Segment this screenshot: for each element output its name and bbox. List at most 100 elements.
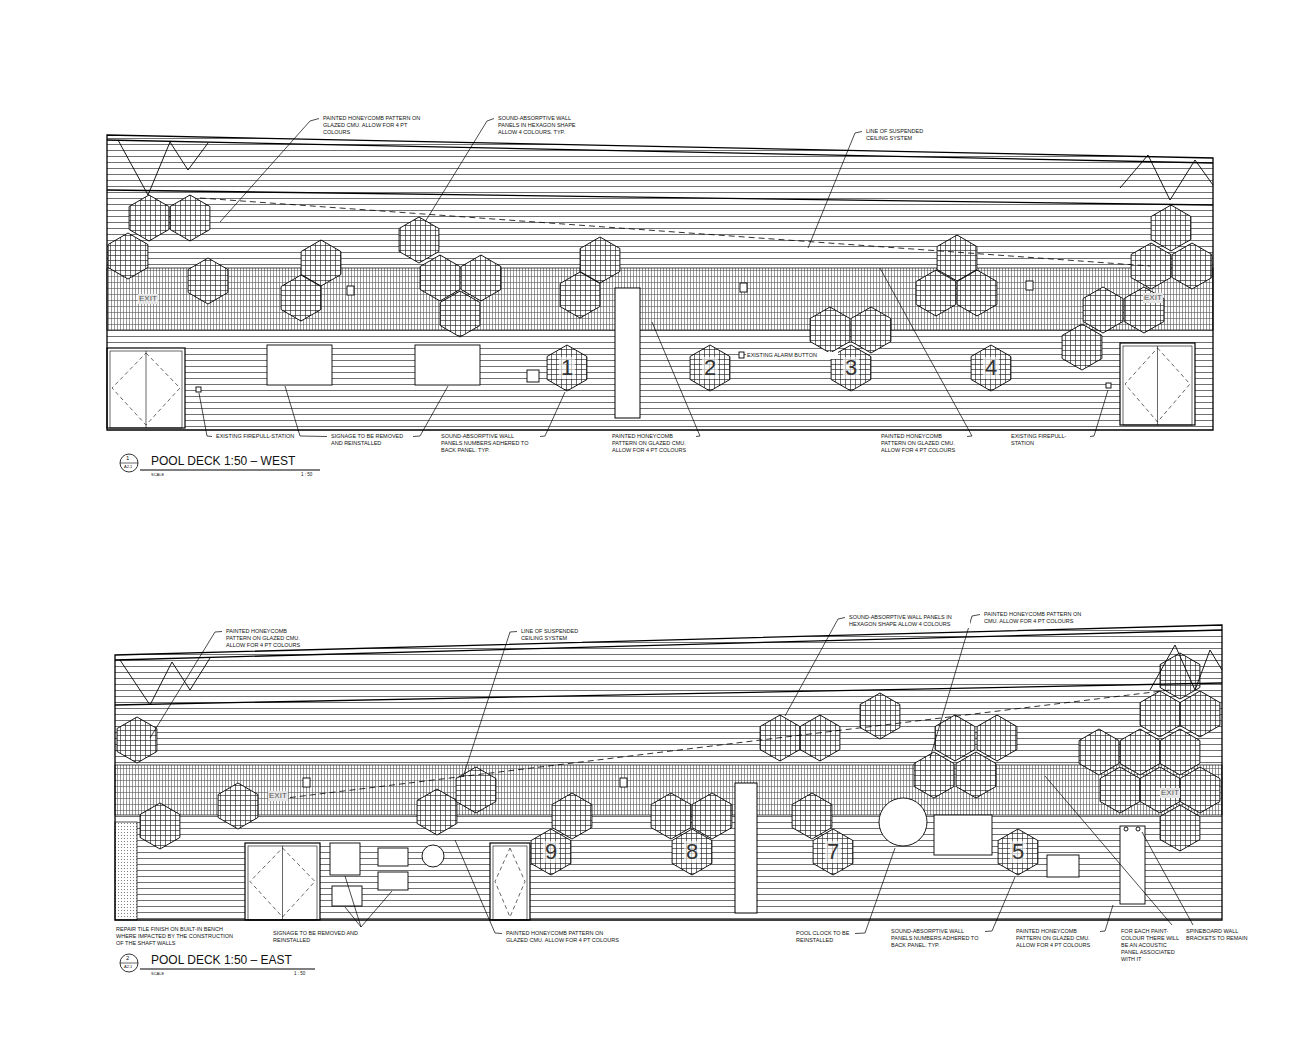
drawing-text: 1 : 50 — [300, 472, 313, 478]
leader-line — [413, 386, 448, 437]
acoustic-panel-hexagon — [851, 307, 891, 353]
glazed-cmu-band — [107, 268, 1213, 330]
acoustic-panel-hexagon — [1131, 243, 1171, 289]
drawing-text: POOL DECK 1:50 – EAST — [150, 953, 293, 968]
shaft-column — [735, 783, 757, 913]
leader-line — [880, 268, 972, 437]
acoustic-panel-hexagon — [860, 693, 900, 739]
door-frame — [110, 351, 182, 428]
acoustic-panel-hexagon — [218, 783, 258, 829]
acoustic-panel-hexagon — [461, 255, 501, 301]
acoustic-panel-hexagon — [417, 789, 457, 835]
wall-siding — [115, 625, 1222, 920]
wall-fixture — [378, 848, 408, 866]
callout-note: SOUND-ABSORPTIVE WALL PANELS NUMBERS ADH… — [890, 928, 982, 949]
door-split — [1157, 346, 1158, 425]
callout-note: SOUND-ABSORPTIVE WALL PANELS NUMBERS ADH… — [440, 433, 537, 454]
callout-note: FOR EACH PAINT-COLOUR THERE WILL BE AN A… — [1120, 928, 1180, 962]
acoustic-panel-hexagon — [792, 793, 832, 839]
hexagon-shape — [672, 829, 712, 875]
acoustic-panel-hexagon — [281, 275, 321, 321]
shaft-column — [615, 288, 640, 418]
acoustic-panel-hexagon — [956, 752, 996, 798]
numbered-acoustic-panel: 2 — [689, 344, 731, 392]
numbered-acoustic-panel: 4 — [970, 344, 1012, 392]
wall-elevation — [115, 625, 1222, 920]
leader-line — [345, 907, 361, 927]
acoustic-panel-hexagon — [1140, 767, 1180, 813]
numbered-acoustic-panel: 7 — [812, 828, 854, 876]
callout-note: SIGNAGE TO BE REMOVED AND REINSTALLED — [330, 433, 410, 447]
acoustic-panel-hexagon — [108, 233, 148, 279]
callout-note: PAINTED HONEYCOMB PATTERN ON GLAZED CMU.… — [322, 115, 434, 136]
leader-line — [985, 877, 1015, 932]
wall-fixture — [620, 778, 627, 787]
wall-fixture — [330, 843, 360, 875]
round-fixture — [422, 845, 444, 867]
leader-line — [345, 876, 361, 927]
wall-fixture — [415, 345, 480, 385]
door-swing — [112, 353, 180, 425]
acoustic-panel-hexagon — [916, 270, 956, 316]
wall-fixture — [378, 872, 408, 890]
panel-number: 1 — [559, 357, 575, 379]
callout-note: LINE OF SUSPENDED CEILING SYSTEM — [865, 128, 947, 142]
tile-bench — [115, 822, 137, 920]
hexagon-shape — [531, 829, 571, 875]
callout-note: LINE OF SUSPENDED CEILING SYSTEM — [520, 628, 582, 642]
door-swing — [250, 848, 315, 917]
wall-fixture — [740, 283, 747, 292]
drawing-text: EXIT — [1160, 788, 1180, 798]
callout-note: SOUND-ABSORPTIVE WALL PANELS IN HEXAGON … — [497, 115, 594, 136]
leader-line — [930, 615, 980, 759]
drawing-text: 2 — [126, 955, 129, 963]
wall-fixture — [303, 778, 310, 787]
leader-line — [425, 119, 494, 223]
acoustic-panel-hexagon — [914, 752, 954, 798]
wall-outline — [115, 625, 1222, 920]
drawing-text: A2.1 — [124, 964, 132, 969]
acoustic-panel-hexagon — [1120, 729, 1160, 775]
line-work — [120, 463, 138, 464]
wall-outline — [107, 135, 1213, 430]
callout-note: PAINTED HONEYCOMB PATTERN ON GLAZED CMU.… — [880, 433, 964, 454]
door-split — [282, 846, 283, 920]
panel-number: 8 — [684, 841, 700, 863]
leader-line — [855, 848, 895, 934]
door — [490, 843, 530, 920]
leader-line — [1045, 776, 1172, 925]
panel-number: 4 — [983, 357, 999, 379]
wall-fixture — [1120, 826, 1145, 904]
acoustic-panel-hexagon — [1151, 205, 1191, 251]
acoustic-panel-hexagon — [552, 793, 592, 839]
acoustic-panel-hexagon — [117, 717, 157, 763]
drawing-text: 1 — [126, 455, 129, 463]
drawing-text: EXIT — [1143, 293, 1163, 303]
title-mark — [120, 954, 315, 972]
acoustic-panel-hexagon — [1100, 767, 1140, 813]
callout-note: PAINTED HONEYCOMB PATTERN ON GLAZED CMU.… — [1015, 928, 1097, 949]
acoustic-panel-hexagon — [1172, 243, 1212, 289]
acoustic-panel-hexagon — [1180, 691, 1220, 737]
ceiling-line — [200, 198, 1150, 266]
truss — [1150, 645, 1222, 690]
acoustic-panel-hexagon — [440, 291, 480, 337]
drawing-text: REPAIR TILE FINISH ON BUILT-IN BENCH WHE… — [115, 926, 242, 947]
door — [245, 843, 320, 920]
leader-line — [285, 386, 327, 437]
truss — [1120, 155, 1213, 200]
acoustic-panel-hexagon — [170, 195, 210, 241]
ceiling-line — [270, 690, 1170, 800]
hexagon-shape — [547, 345, 587, 391]
drawing-text: EXISTING ALARM BUTTON — [746, 352, 838, 359]
acoustic-panel-hexagon — [140, 803, 180, 849]
numbered-acoustic-panel: 9 — [530, 828, 572, 876]
title-mark — [120, 454, 320, 472]
door-swing — [1125, 348, 1190, 422]
leader-line — [785, 618, 845, 717]
acoustic-panel-hexagon — [1062, 324, 1102, 370]
line-work — [140, 469, 320, 470]
acoustic-panel-hexagon — [129, 195, 169, 241]
